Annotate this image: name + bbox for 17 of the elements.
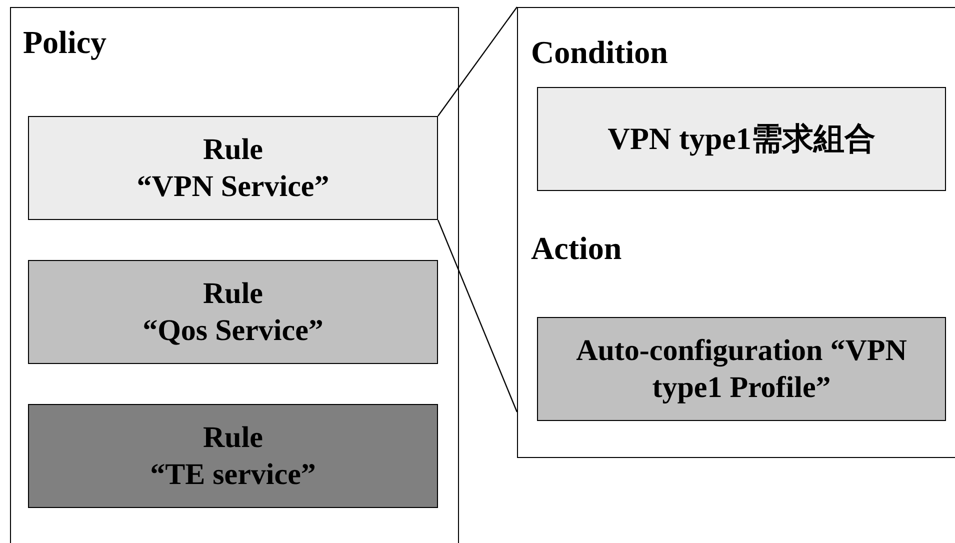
detail-panel — [517, 7, 955, 458]
action-box — [537, 317, 946, 421]
condition-text: VPN type1需求組合 — [608, 120, 876, 158]
zoom-line — [437, 220, 518, 412]
condition-box — [537, 87, 946, 191]
rule-text: “TE service” — [150, 457, 316, 493]
rule-text: Rule — [203, 420, 263, 456]
panel-heading: Action — [531, 230, 622, 267]
action-text: Auto-configuration “VPN type1 Profile” — [575, 332, 908, 406]
zoom-line — [438, 6, 518, 116]
panel-heading: Condition — [531, 34, 668, 71]
policy-panel — [10, 7, 459, 543]
rule-text: Rule — [203, 276, 263, 312]
rule-text: “Qos Service” — [142, 313, 324, 349]
panel-heading: Policy — [23, 24, 107, 61]
rule-text: “VPN Service” — [136, 169, 330, 205]
rule-text: Rule — [203, 132, 263, 168]
